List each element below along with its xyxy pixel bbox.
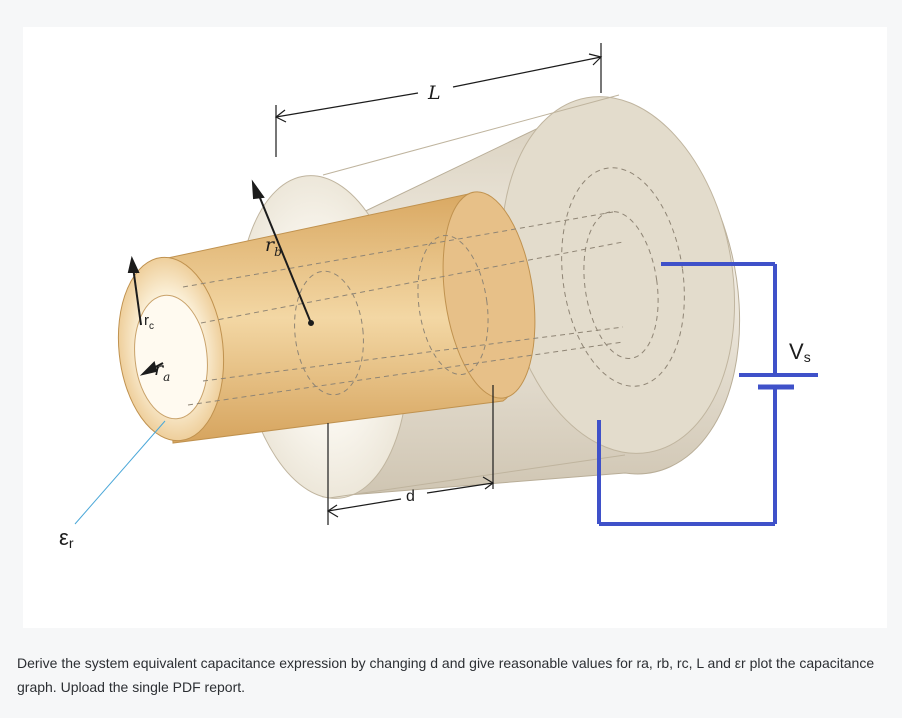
question-text: Derive the system equivalent capacitance… bbox=[17, 655, 875, 695]
question-prompt: Derive the system equivalent capacitance… bbox=[17, 651, 885, 699]
coaxial-capacitor-diagram: L rb rc ra d Vs εr bbox=[59, 43, 818, 551]
inner-cylinder bbox=[117, 191, 536, 444]
label-rc: rc bbox=[144, 312, 154, 332]
dimension-L bbox=[274, 43, 603, 157]
label-ra: ra bbox=[154, 358, 170, 384]
radius-arrows bbox=[127, 179, 314, 376]
label-Vs: Vs bbox=[789, 339, 811, 365]
coaxial-capacitor-figure: L rb rc ra d Vs εr bbox=[23, 27, 887, 628]
dimension-d bbox=[326, 385, 495, 525]
hidden-edges bbox=[182, 167, 685, 406]
label-rb: rb bbox=[265, 234, 282, 259]
voltage-source-circuit bbox=[597, 262, 818, 526]
label-L: L bbox=[427, 82, 441, 104]
label-d: d bbox=[406, 488, 415, 505]
label-er: εr bbox=[59, 525, 74, 551]
permittivity-pointer bbox=[74, 420, 166, 525]
